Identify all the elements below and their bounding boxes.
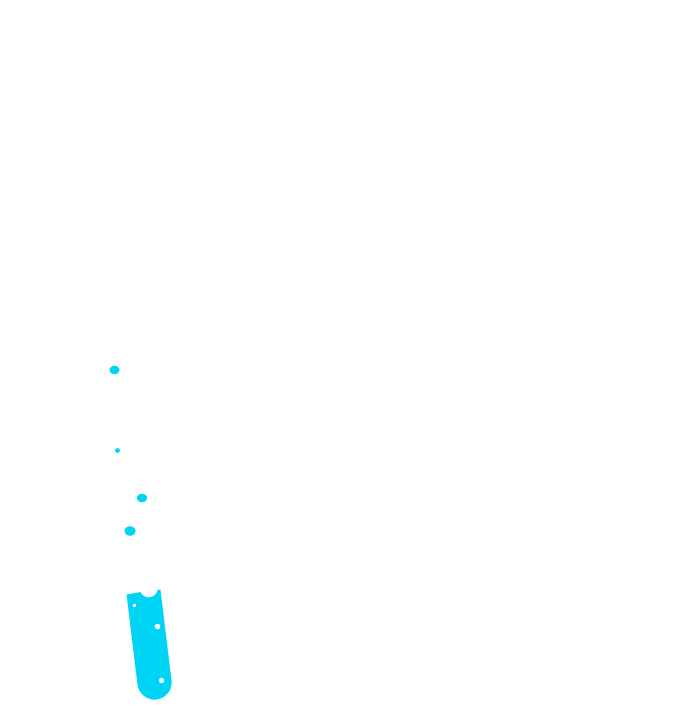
test-tube-liquid [126,589,172,700]
bubble-icon [115,448,120,453]
tube-highlight-icon [158,677,165,684]
test-tube-icon [126,589,172,700]
tube-highlight-icon [154,623,161,630]
tube-highlight-icon [132,603,137,608]
bubbles [109,365,148,536]
bubble-icon [136,493,148,503]
bubble-icon [124,526,136,536]
bubble-icon [109,365,120,375]
